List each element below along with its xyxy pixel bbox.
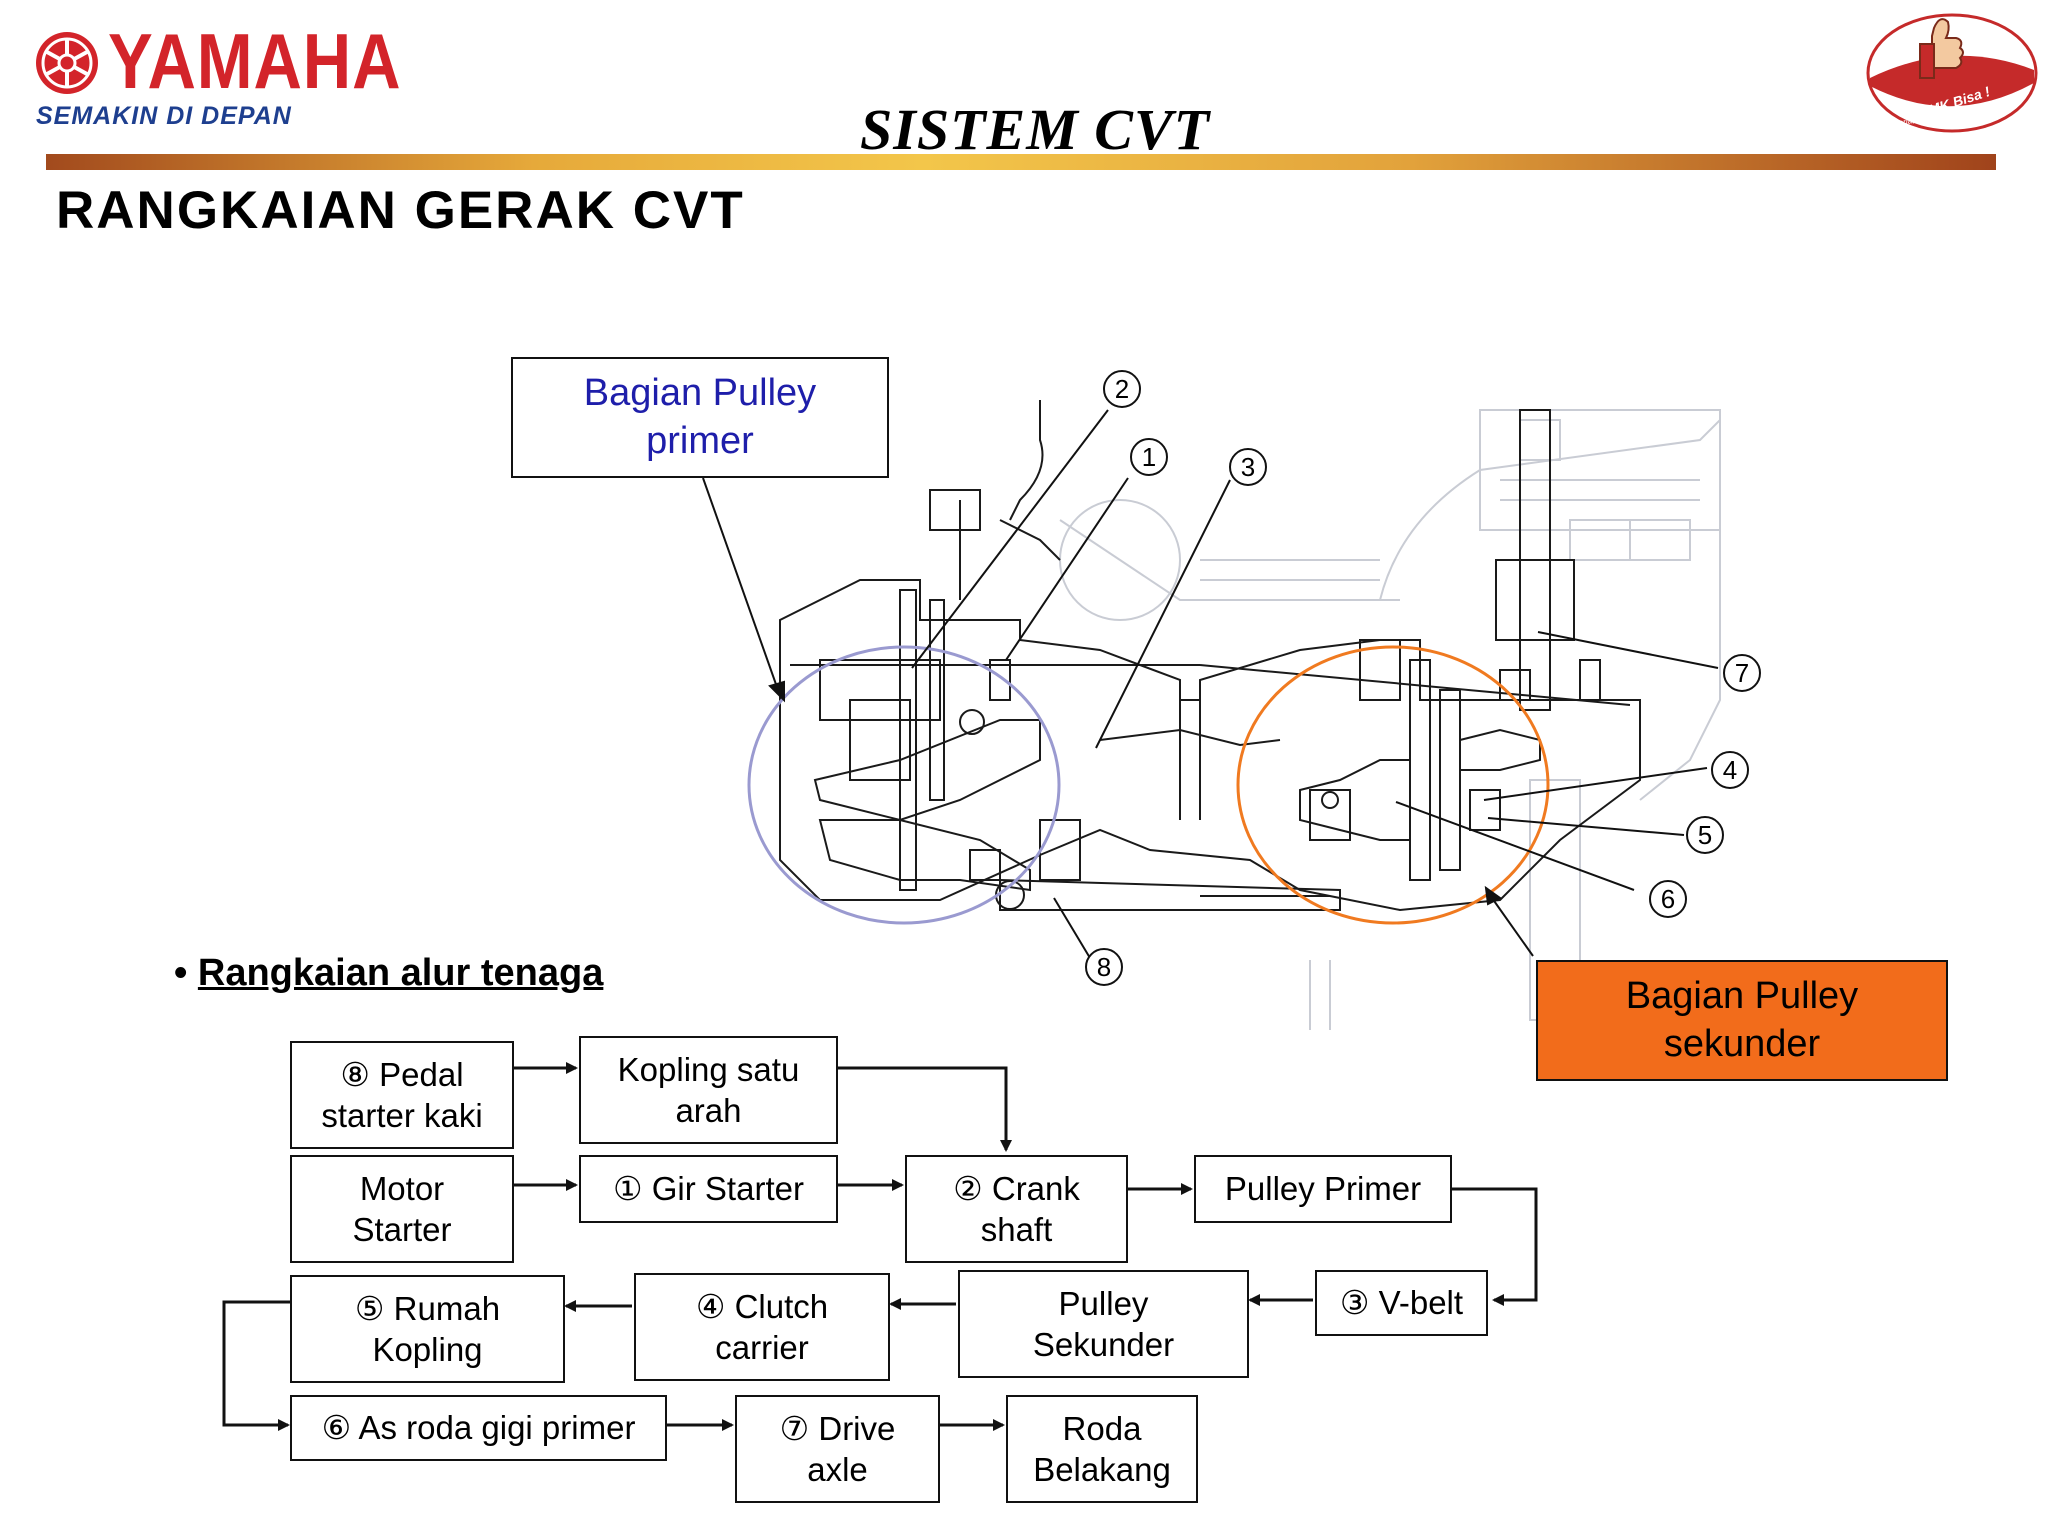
slide-title: SISTEM CVT [860, 97, 1211, 162]
flow-box-text: Pulley [1058, 1284, 1149, 1322]
flow-box-v-belt: ③ V-belt [1315, 1270, 1488, 1336]
section-heading: RANGKAIAN GERAK CVT [56, 181, 745, 240]
callout-arrows [702, 477, 1534, 957]
flow-box-text: Starter [352, 1211, 452, 1248]
flow-box-text: ⑧ Pedal [340, 1055, 464, 1093]
marker-3: 3 [1229, 448, 1267, 486]
flow-box-text: Sekunder [1032, 1326, 1175, 1363]
callout-secondary-line2: sekunder [1663, 1022, 1821, 1065]
flow-box-drive-axle: ⑦ Drive axle [735, 1395, 940, 1503]
marker-8: 8 [1085, 948, 1123, 986]
brand-tagline: SEMAKIN DI DEPAN [36, 102, 292, 130]
callout-secondary-line1: Bagian Pulley [1625, 975, 1859, 1017]
flow-box-pedal-starter: ⑧ Pedal starter kaki [290, 1041, 514, 1149]
flow-box-text: arah [675, 1092, 742, 1129]
flow-heading: • Rangkaian alur tenaga [174, 952, 603, 995]
flow-box-text: ① Gir Starter [613, 1170, 804, 1208]
flow-box-text: ⑦ Drive [779, 1409, 896, 1447]
flow-box-kopling-satu-arah: Kopling satu arah [579, 1036, 838, 1144]
flow-box-text: Motor [359, 1169, 445, 1207]
flow-box-text: starter kaki [321, 1097, 483, 1134]
primary-pulley-highlight-circle [747, 645, 1061, 925]
marker-7: 7 [1723, 654, 1761, 692]
marker-2: 2 [1103, 370, 1141, 408]
flow-box-text: ⑤ Rumah [354, 1289, 501, 1327]
flow-box-text: ③ V-belt [1339, 1284, 1464, 1322]
flow-box-text: ④ Clutch [695, 1287, 829, 1325]
flow-box-crank-shaft: ② Crank shaft [905, 1155, 1128, 1263]
flow-box-clutch-carrier: ④ Clutch carrier [634, 1273, 890, 1381]
flow-box-text: carrier [715, 1329, 809, 1366]
flow-box-text: Pulley Primer [1224, 1170, 1422, 1208]
flow-box-text: Kopling satu [617, 1050, 800, 1088]
flow-box-as-roda-gigi-primer: ⑥ As roda gigi primer [290, 1395, 667, 1461]
flow-box-gir-starter: ① Gir Starter [579, 1155, 838, 1223]
smk-badge-emblem-icon [1866, 13, 2038, 133]
flow-heading-bullet: • [174, 952, 188, 994]
callout-secondary-pulley: Bagian Pulley sekunder [1536, 960, 1948, 1081]
flow-box-text: ② Crank [953, 1169, 1080, 1207]
marker-leader-lines [911, 409, 1719, 959]
secondary-pulley-highlight-circle [1236, 645, 1550, 925]
flow-box-text: axle [807, 1451, 868, 1488]
flow-box-text: Kopling [372, 1331, 483, 1368]
brand-logo-text: YAMAHA [108, 17, 402, 105]
callout-primary-pulley: Bagian Pulley primer [511, 357, 889, 478]
flow-box-text: Roda [1062, 1409, 1142, 1447]
smk-bisa-badge: SMK Bisa ! Siap kerja, Cerdas dan Kompet… [1862, 8, 2042, 138]
flow-box-pulley-primer: Pulley Primer [1194, 1155, 1452, 1223]
flow-box-text: ⑥ As roda gigi primer [321, 1409, 636, 1447]
marker-1: 1 [1130, 438, 1168, 476]
cvt-case-outline [779, 400, 1641, 912]
flow-box-text: Belakang [1033, 1451, 1171, 1488]
flow-box-text: shaft [980, 1211, 1053, 1248]
title-divider-bar [46, 154, 1996, 170]
callout-primary-line2: primer [646, 419, 754, 462]
marker-6: 6 [1649, 880, 1687, 918]
yamaha-emblem-icon [36, 32, 98, 94]
marker-4: 4 [1711, 751, 1749, 789]
marker-5: 5 [1686, 816, 1724, 854]
flow-heading-text: Rangkaian alur tenaga [197, 952, 604, 994]
background-engine-outline [1059, 409, 1721, 1030]
callout-primary-line1: Bagian Pulley [583, 372, 817, 414]
